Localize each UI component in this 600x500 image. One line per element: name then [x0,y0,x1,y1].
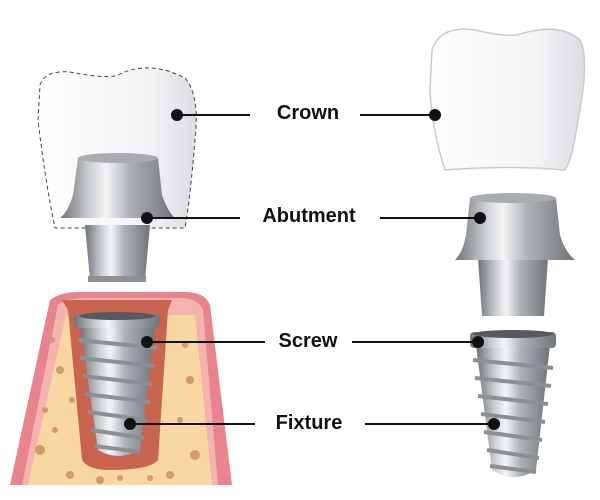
label-screw: Screw [278,330,338,352]
label-fixture: Fixture [275,412,343,434]
abutment-left [60,153,175,282]
crown-right [429,28,586,171]
leader-lines [130,114,494,425]
leader-dots [124,109,500,430]
fixture-right [470,330,556,477]
abutment-right [455,193,575,316]
label-crown: Crown [276,102,340,124]
bone-spots [35,337,200,484]
label-abutment: Abutment [262,205,356,227]
